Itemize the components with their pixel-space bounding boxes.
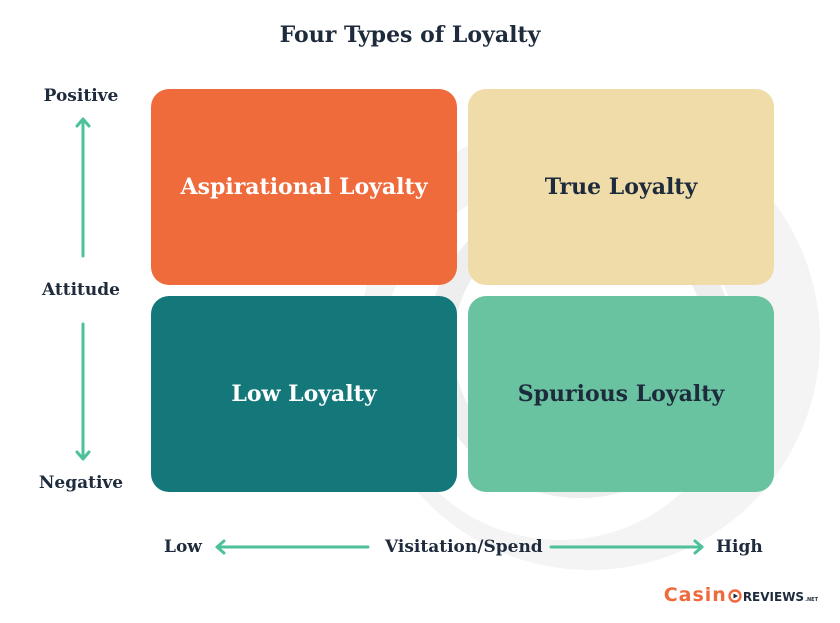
logo-net-text: .NET — [805, 597, 818, 603]
casino-reviews-logo: Casin REVIEWS .NET — [664, 584, 818, 606]
quadrant-aspirational-loyalty: Aspirational Loyalty — [151, 89, 457, 285]
quadrant-low-loyalty: Low Loyalty — [151, 296, 457, 492]
page-title: Four Types of Loyalty — [279, 22, 541, 48]
logo-casino-text: Casin — [663, 584, 727, 606]
quadrant-label: True Loyalty — [544, 174, 698, 200]
y-axis-top-label: Positive — [43, 86, 119, 106]
up-arrow-icon — [75, 117, 91, 258]
y-axis-title: Attitude — [42, 280, 120, 300]
logo-o-icon — [728, 589, 742, 603]
x-axis-title: Visitation/Spend — [385, 537, 543, 557]
right-arrow-icon — [549, 539, 704, 555]
quadrant-spurious-loyalty: Spurious Loyalty — [468, 296, 774, 492]
quadrant-label: Spurious Loyalty — [517, 381, 725, 407]
x-axis-left-label: Low — [164, 537, 202, 557]
quadrant-label: Low Loyalty — [231, 381, 377, 407]
x-axis-right-label: High — [716, 537, 763, 557]
logo-reviews-text: REVIEWS — [742, 590, 805, 604]
y-axis-bottom-label: Negative — [38, 473, 124, 493]
quadrant-true-loyalty: True Loyalty — [468, 89, 774, 285]
down-arrow-icon — [75, 322, 91, 461]
left-arrow-icon — [215, 539, 370, 555]
quadrant-label: Aspirational Loyalty — [180, 174, 428, 200]
